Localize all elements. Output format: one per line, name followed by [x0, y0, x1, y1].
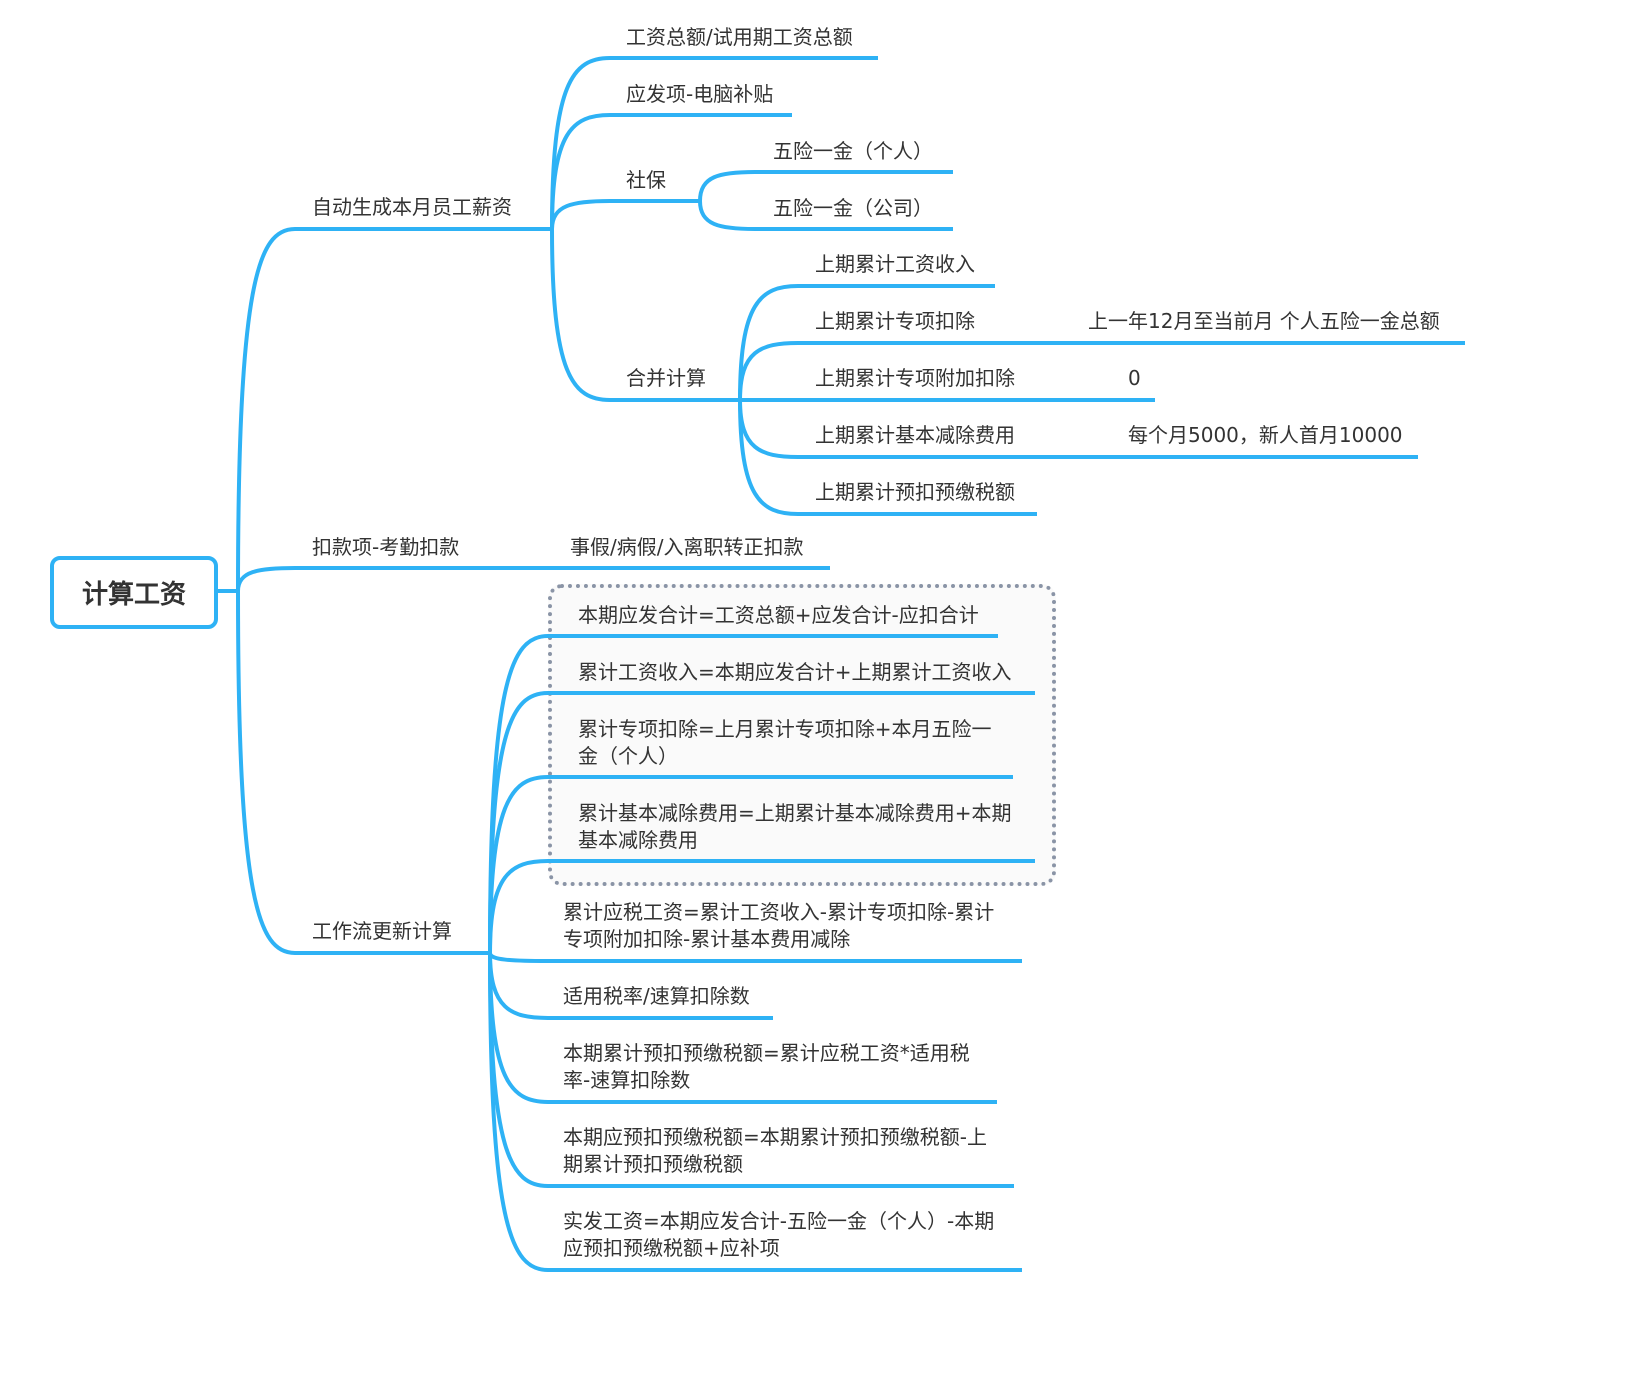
- workflow-formula-item[interactable]: 累计专项扣除=上月累计专项扣除+本月五险一金（个人）: [578, 716, 992, 770]
- topic-prev-special[interactable]: 上期累计专项扣除: [815, 309, 975, 333]
- formula-line: 期累计预扣预缴税额: [563, 1152, 743, 1176]
- topic-insurance-personal[interactable]: 五险一金（个人）: [773, 139, 933, 163]
- formula-line: 累计应税工资=累计工资收入-累计专项扣除-累计: [563, 900, 995, 924]
- topic-prev-tax[interactable]: 上期累计预扣预缴税额: [815, 480, 1015, 504]
- formula-line: 应预扣预缴税额+应补项: [563, 1236, 780, 1260]
- topic-gross-salary[interactable]: 工资总额/试用期工资总额: [626, 25, 853, 49]
- branch-curve: [488, 951, 550, 1104]
- formula-line: 金（个人）: [578, 744, 678, 768]
- formula-line: 累计专项扣除=上月累计专项扣除+本月五险一: [578, 717, 992, 741]
- workflow-formula-item[interactable]: 本期应预扣预缴税额=本期累计预扣预缴税额-上期累计预扣预缴税额: [563, 1124, 987, 1178]
- topic-prev-additional-note[interactable]: 0: [1128, 366, 1141, 390]
- topic-workflow[interactable]: 工作流更新计算: [312, 919, 452, 943]
- branch-curve: [236, 566, 297, 593]
- formula-line: 本期应预扣预缴税额=本期累计预扣预缴税额-上: [563, 1125, 987, 1149]
- formula-line: 率-速算扣除数: [563, 1068, 691, 1092]
- topic-attendance-deduction[interactable]: 扣款项-考勤扣款: [312, 535, 460, 559]
- formula-line: 适用税率/速算扣除数: [563, 984, 750, 1008]
- branch-curve: [550, 227, 612, 402]
- topic-merge-calc[interactable]: 合并计算: [626, 366, 706, 390]
- topic-prev-income[interactable]: 上期累计工资收入: [815, 252, 975, 276]
- workflow-formula-item[interactable]: 本期累计预扣预缴税额=累计应税工资*适用税率-速算扣除数: [563, 1040, 970, 1094]
- branch-curve: [698, 199, 757, 231]
- branch-curve: [738, 284, 800, 402]
- formula-line: 本期累计预扣预缴税额=累计应税工资*适用税: [563, 1041, 970, 1065]
- topic-social-security[interactable]: 社保: [626, 168, 666, 192]
- workflow-formula-item[interactable]: 累计工资收入=本期应发合计+上期累计工资收入: [578, 659, 1012, 686]
- workflow-formula-item[interactable]: 适用税率/速算扣除数: [563, 983, 750, 1010]
- workflow-formula-item[interactable]: 累计应税工资=累计工资收入-累计专项扣除-累计专项附加扣除-累计基本费用减除: [563, 899, 994, 953]
- branch-curve: [488, 775, 550, 955]
- branch-curve: [738, 398, 800, 459]
- root-topic[interactable]: 计算工资: [50, 556, 218, 629]
- branch-curve: [236, 589, 297, 955]
- branch-curve: [236, 227, 297, 593]
- branch-curve: [488, 951, 550, 1188]
- branch-curve: [738, 341, 800, 402]
- topic-allowance[interactable]: 应发项-电脑补贴: [626, 82, 774, 106]
- topic-prev-special-note[interactable]: 上一年12月至当前月 个人五险一金总额: [1088, 309, 1440, 333]
- topic-prev-additional[interactable]: 上期累计专项附加扣除: [815, 366, 1015, 390]
- workflow-formula-item[interactable]: 本期应发合计=工资总额+应发合计-应扣合计: [578, 602, 979, 629]
- workflow-formula-item[interactable]: 累计基本减除费用=上期累计基本减除费用+本期基本减除费用: [578, 800, 1012, 854]
- workflow-formula-item[interactable]: 实发工资=本期应发合计-五险一金（个人）-本期应预扣预缴税额+应补项: [563, 1208, 994, 1262]
- branch-curve: [488, 859, 550, 955]
- root-label: 计算工资: [81, 580, 186, 610]
- topic-auto-generate[interactable]: 自动生成本月员工薪资: [312, 195, 512, 219]
- topic-prev-basic[interactable]: 上期累计基本减除费用: [815, 423, 1015, 447]
- branch-curve: [550, 113, 612, 231]
- formula-line: 基本减除费用: [578, 828, 698, 852]
- topic-insurance-company[interactable]: 五险一金（公司）: [773, 196, 933, 220]
- formula-line: 本期应发合计=工资总额+应发合计-应扣合计: [578, 603, 979, 627]
- branch-curve: [488, 951, 550, 1272]
- branch-curve: [550, 199, 612, 231]
- branch-curve: [738, 398, 800, 516]
- branch-curve: [698, 170, 757, 203]
- formula-line: 累计工资收入=本期应发合计+上期累计工资收入: [578, 660, 1012, 684]
- formula-line: 实发工资=本期应发合计-五险一金（个人）-本期: [563, 1209, 995, 1233]
- formula-line: 专项附加扣除-累计基本费用减除: [563, 927, 851, 951]
- topic-prev-basic-note[interactable]: 每个月5000，新人首月10000: [1128, 423, 1403, 447]
- topic-leave-deduction[interactable]: 事假/病假/入离职转正扣款: [570, 535, 804, 559]
- branch-curve: [488, 634, 550, 955]
- formula-line: 累计基本减除费用=上期累计基本减除费用+本期: [578, 801, 1012, 825]
- branch-curve: [488, 951, 550, 963]
